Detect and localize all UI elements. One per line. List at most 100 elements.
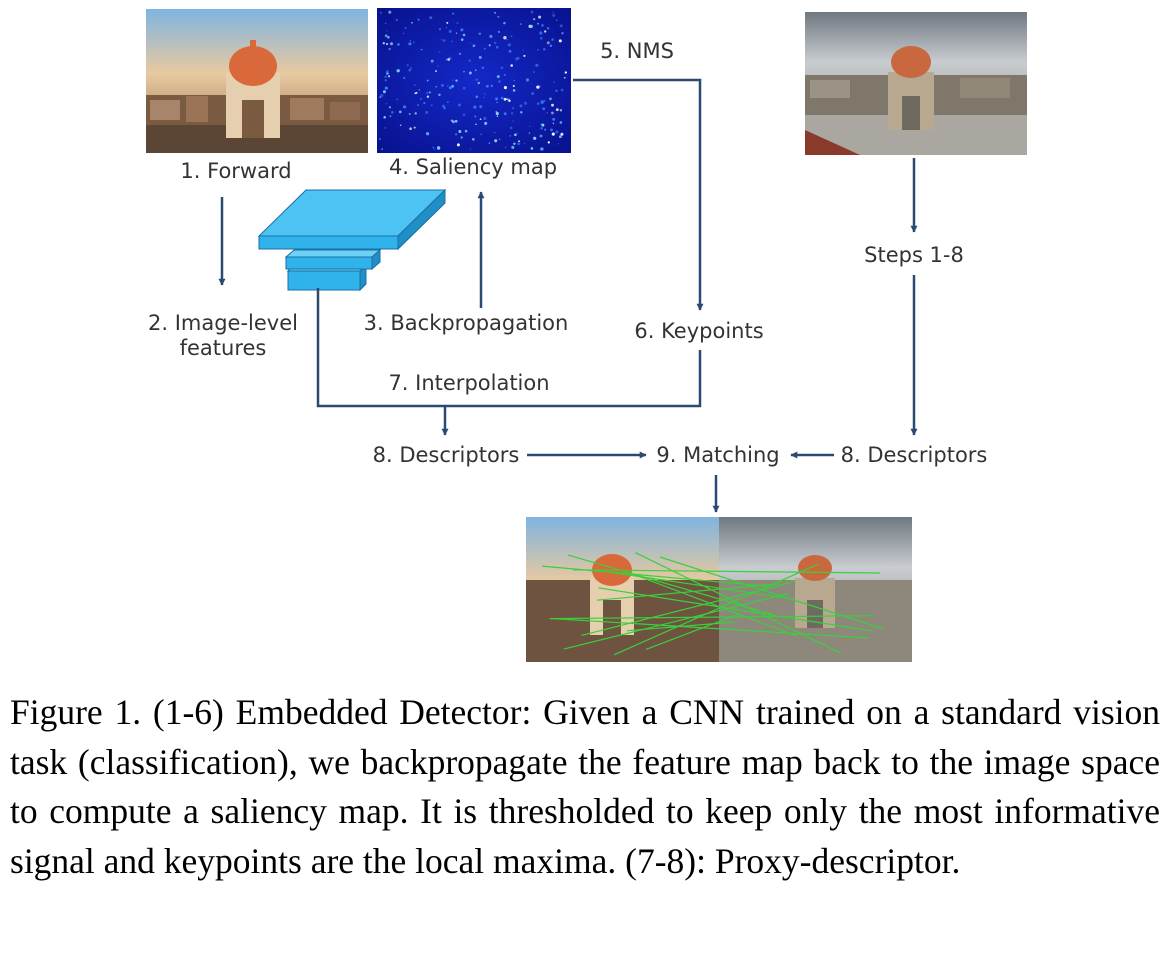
saliency-speckle	[390, 42, 393, 46]
saliency-speckle	[542, 47, 546, 51]
saliency-speckle	[539, 36, 543, 40]
saliency-speckle	[478, 32, 482, 35]
saliency-speckle	[561, 32, 564, 35]
saliency-speckle	[544, 30, 547, 33]
saliency-speckle	[559, 24, 563, 28]
saliency-speckle	[523, 54, 526, 57]
saliency-speckle	[384, 79, 387, 82]
saliency-speckle	[426, 92, 429, 94]
saliency-speckle	[496, 115, 499, 117]
saliency-speckle	[382, 90, 386, 94]
saliency-speckle	[555, 19, 558, 21]
saliency-speckle	[472, 138, 475, 141]
saliency-speckle	[513, 142, 516, 145]
saliency-speckle	[495, 112, 499, 116]
saliency-speckle	[460, 136, 463, 139]
saliency-speckle	[455, 32, 458, 34]
saliency-speckle	[469, 42, 472, 44]
saliency-speckle	[499, 138, 501, 140]
saliency-speckle	[404, 27, 407, 30]
saliency-speckle	[475, 95, 479, 99]
saliency-speckle	[408, 113, 411, 115]
saliency-speckle	[512, 84, 515, 88]
saliency-speckle	[436, 146, 441, 150]
saliency-speckle	[551, 103, 554, 107]
saliency-speckle	[408, 42, 412, 46]
saliency-speckle	[517, 142, 521, 146]
saliency-speckle	[382, 42, 385, 45]
pipeline-diagram: 1. Forward 4. Saliency map 5. NMS 2. Ima…	[146, 8, 1027, 662]
saliency-speckle	[403, 105, 407, 109]
saliency-speckle	[519, 23, 522, 26]
label-matching: 9. Matching	[656, 443, 779, 467]
saliency-speckle	[529, 24, 533, 29]
figure-caption: Figure 1. (1-6) Embedded Detector: Given…	[10, 692, 1160, 881]
label-image-level-line2: features	[180, 336, 267, 360]
saliency-speckle	[522, 49, 524, 51]
saliency-speckle	[433, 148, 436, 150]
saliency-speckle	[386, 70, 389, 73]
saliency-speckle	[552, 13, 556, 17]
saliency-speckle	[544, 128, 547, 131]
saliency-speckle	[388, 47, 391, 51]
match-line	[596, 583, 780, 601]
saliency-speckle	[496, 75, 500, 79]
saliency-speckle	[472, 44, 476, 48]
saliency-speckle	[463, 71, 465, 73]
saliency-speckle	[503, 86, 507, 90]
saliency-speckle	[510, 35, 513, 37]
saliency-speckle	[475, 78, 478, 81]
saliency-speckle	[540, 100, 544, 104]
saliency-speckle	[398, 110, 402, 114]
match-line	[635, 552, 842, 654]
saliency-speckle	[503, 97, 507, 101]
label-descriptors-right: 8. Descriptors	[841, 443, 988, 467]
saliency-speckle	[518, 140, 520, 143]
saliency-speckle	[385, 42, 389, 46]
saliency-speckle	[458, 130, 462, 133]
saliency-speckle	[454, 133, 458, 136]
saliency-speckle	[417, 104, 419, 106]
saliency-speckle	[451, 84, 455, 88]
saliency-speckle	[551, 111, 554, 115]
saliency-speckle	[474, 115, 477, 118]
saliency-speckle	[484, 121, 488, 125]
saliency-speckle	[557, 143, 559, 145]
label-saliency-map: 4. Saliency map	[389, 155, 557, 179]
saliency-speckle	[383, 115, 386, 119]
saliency-speckle	[409, 127, 412, 131]
saliency-speckle	[439, 51, 441, 53]
saliency-speckle	[385, 103, 388, 105]
matching-result-image	[526, 517, 912, 662]
saliency-speckle	[455, 79, 458, 82]
saliency-speckle	[438, 93, 441, 97]
saliency-speckle	[452, 120, 455, 124]
saliency-speckle	[403, 76, 406, 80]
saliency-speckle	[469, 148, 472, 150]
saliency-speckle	[514, 133, 517, 137]
saliency-speckle	[386, 30, 388, 32]
saliency-speckle	[441, 104, 446, 108]
saliency-speckle	[454, 119, 458, 123]
saliency-speckle	[384, 75, 387, 79]
saliency-speckle	[537, 22, 539, 25]
saliency-speckle	[493, 131, 496, 134]
saliency-speckle	[520, 111, 523, 114]
saliency-speckle	[409, 40, 412, 42]
saliency-speckle	[452, 12, 455, 15]
saliency-speckle	[536, 85, 540, 89]
saliency-speckle	[488, 44, 491, 47]
saliency-speckle	[381, 148, 384, 150]
saliency-speckle	[426, 132, 430, 136]
saliency-speckle	[547, 141, 550, 144]
saliency-speckle	[536, 102, 540, 105]
match-line	[645, 613, 740, 650]
saliency-speckle	[397, 43, 400, 46]
saliency-speckle	[523, 142, 526, 145]
saliency-speckle	[559, 121, 563, 124]
saliency-speckle	[531, 92, 535, 96]
saliency-speckle	[387, 75, 391, 78]
saliency-speckle	[560, 132, 564, 136]
saliency-speckle	[460, 38, 464, 41]
saliency-speckle	[503, 73, 507, 77]
